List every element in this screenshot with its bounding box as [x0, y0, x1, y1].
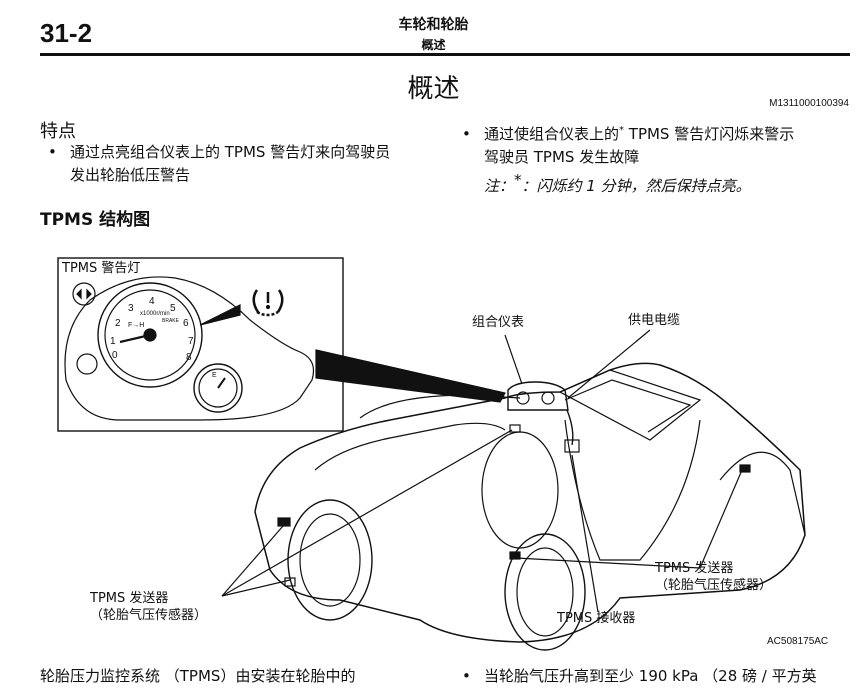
- transmitter-rear-left: [278, 518, 290, 526]
- windshield-inner: [565, 380, 690, 432]
- transmitter-right-line2: （轮胎气压传感器）: [655, 577, 772, 594]
- magnify-wedge: [316, 350, 505, 402]
- transmitter-right-label: TPMS 发送器 （轮胎气压传感器）: [655, 560, 772, 594]
- gauge-num-8: 8: [186, 352, 192, 363]
- tachometer-hub: [144, 329, 156, 341]
- gauge-num-1: 1: [110, 336, 116, 347]
- turn-arrows-icon: [77, 290, 91, 298]
- fuel-e: E: [212, 372, 217, 379]
- gauge-fh: F→H: [128, 322, 144, 329]
- power-cable-label: 供电电缆: [628, 312, 680, 329]
- leader-tx3: [222, 580, 290, 596]
- transmitter-left-line2: （轮胎气压传感器）: [90, 607, 207, 624]
- leader-tx1: [222, 526, 283, 596]
- figure-id: AC508175AC: [767, 636, 828, 647]
- leader-tx-right1: [700, 470, 742, 568]
- left-knob: [77, 354, 97, 374]
- right-wheel-arch: [720, 452, 805, 535]
- gauge-num-2: 2: [115, 318, 121, 329]
- warning-pointer: [200, 305, 240, 325]
- gauge-num-0: 0: [112, 350, 118, 361]
- bullet-icon: •: [462, 665, 484, 688]
- transmitter-left-label: TPMS 发送器 （轮胎气压传感器）: [90, 590, 207, 624]
- car-body: [255, 363, 805, 642]
- body-text-left: 轮胎压力监控系统 （TPMS）由安装在轮胎中的: [40, 665, 355, 688]
- dashboard-outline: [65, 277, 314, 420]
- body-bullet-right: •当轮胎气压升高到至少 190 kPa （28 磅 / 平方英: [462, 665, 817, 688]
- gauge-num-7: 7: [188, 336, 194, 347]
- gauge-brake: BRAKE: [162, 318, 179, 324]
- door-line: [565, 420, 700, 560]
- combination-meter-label: 组合仪表: [472, 314, 524, 331]
- gauge-num-4: 4: [149, 296, 155, 307]
- gauge-unit: x1000r/min: [140, 311, 170, 317]
- inset-label: TPMS 警告灯: [62, 260, 140, 277]
- gauge-num-3: 3: [128, 303, 134, 314]
- gauge-num-5: 5: [170, 303, 176, 314]
- transmitter-right-line1: TPMS 发送器: [655, 560, 772, 577]
- windshield: [560, 370, 700, 440]
- transmitter-left-line1: TPMS 发送器: [90, 590, 207, 607]
- fuel-needle: [218, 378, 225, 388]
- gauge-num-6: 6: [183, 318, 189, 329]
- leader-tx2: [222, 430, 512, 596]
- body-bullet-right-text: 当轮胎气压升高到至少 190 kPa （28 磅 / 平方英: [484, 667, 817, 685]
- inner-wheel: [482, 432, 558, 548]
- leader-meter: [505, 335, 522, 384]
- receiver-label: TPMS 接收器: [557, 610, 635, 627]
- rear-wheel-rim: [300, 514, 360, 606]
